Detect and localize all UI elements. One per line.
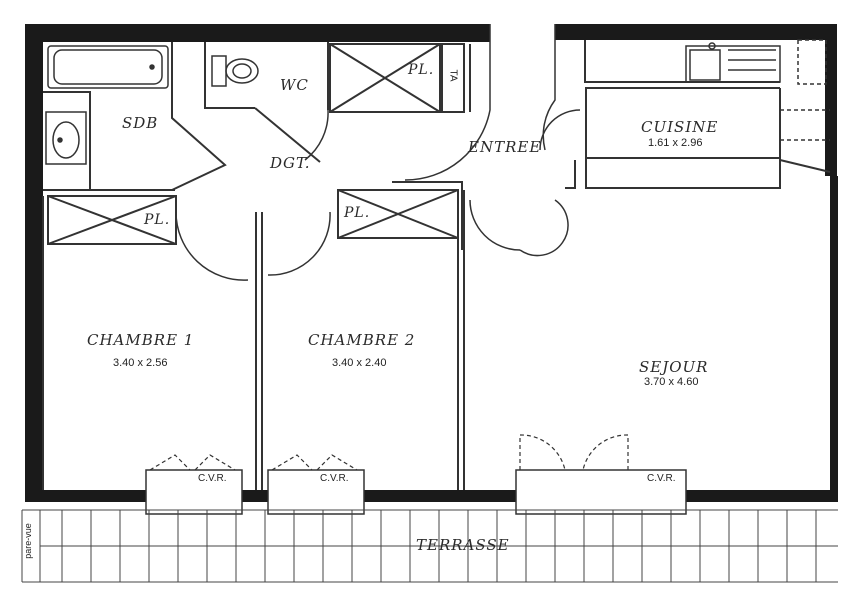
washbasin xyxy=(45,111,87,165)
window-sashes xyxy=(149,434,629,471)
closet-label-pl-left: PL. xyxy=(144,212,171,228)
cvr-label-3: C.V.R. xyxy=(647,473,676,484)
bathtub xyxy=(47,45,169,89)
room-label-chambre1: CHAMBRE 1 xyxy=(87,331,195,349)
windows xyxy=(145,469,687,515)
cvr-label-1: C.V.R. xyxy=(198,473,227,484)
door-swings xyxy=(175,24,581,281)
room-label-sdb: SDB xyxy=(122,114,159,132)
room-dims-chambre1: 3.40 x 2.56 xyxy=(113,357,168,369)
closet-label-ta: TA xyxy=(447,69,459,82)
room-label-sejour: SEJOUR xyxy=(639,358,709,376)
pare-vue-label: pare-vue xyxy=(22,523,33,559)
kitchen-sink xyxy=(685,39,830,141)
toilet xyxy=(211,55,259,87)
room-dims-chambre2: 3.40 x 2.40 xyxy=(332,357,387,369)
room-label-entree: ENTREE xyxy=(468,138,542,156)
room-label-cuisine: CUISINE xyxy=(641,118,719,136)
terrace-columns xyxy=(61,510,817,582)
room-label-chambre2: CHAMBRE 2 xyxy=(308,331,416,349)
room-label-terrasse: TERRASSE xyxy=(416,536,510,554)
exterior-walls xyxy=(25,24,838,502)
room-label-dgt: DGT. xyxy=(270,154,311,172)
closet-label-pl-middle: PL. xyxy=(344,205,371,221)
room-dims-cuisine: 1.61 x 2.96 xyxy=(648,137,703,149)
cvr-label-2: C.V.R. xyxy=(320,473,349,484)
interior-walls xyxy=(42,40,831,490)
closet-label-pl-top: PL. xyxy=(408,62,435,78)
room-label-wc: WC xyxy=(280,76,309,94)
room-dims-sejour: 3.70 x 4.60 xyxy=(644,376,699,388)
